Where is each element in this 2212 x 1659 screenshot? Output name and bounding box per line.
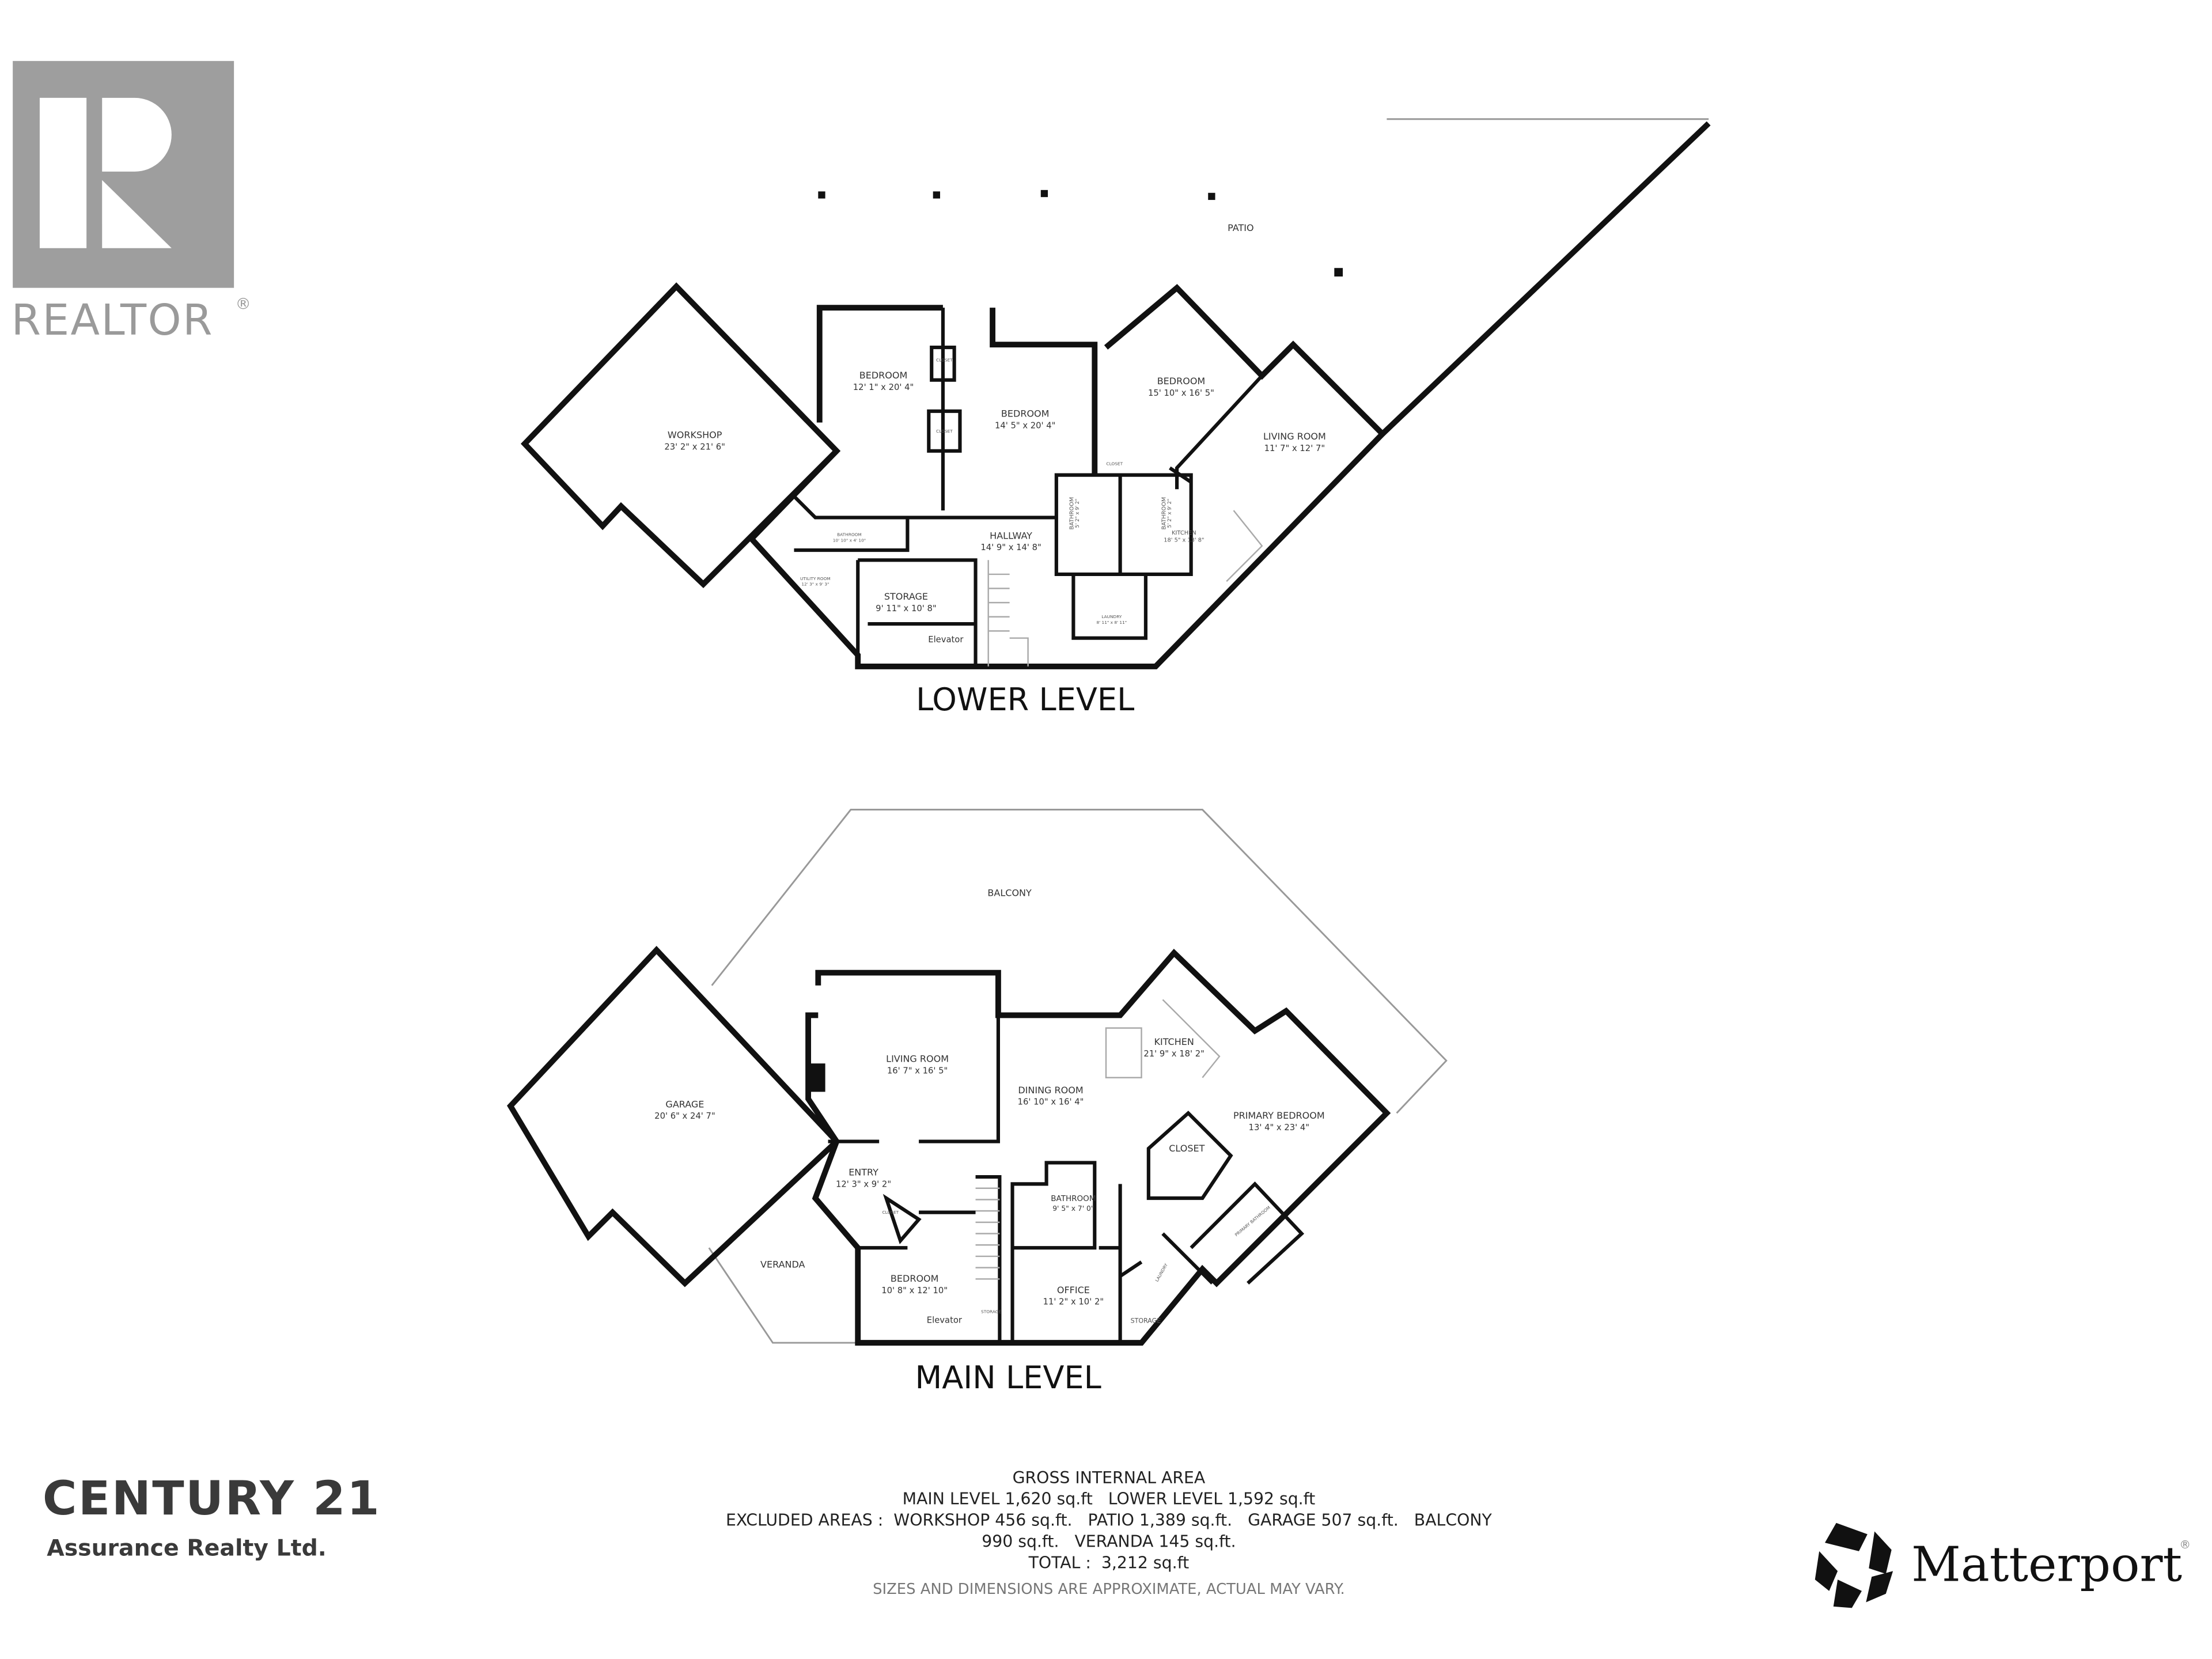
garage-outline — [507, 946, 841, 1287]
room-name: DINING ROOM — [1018, 1085, 1083, 1096]
room-name: KITCHEN — [1154, 1036, 1194, 1047]
area-line: 990 sq.ft. VERANDA 145 sq.ft. — [982, 1532, 1236, 1551]
room-name: Elevator — [928, 635, 964, 645]
room-dims: 16' 7" x 16' 5" — [887, 1066, 948, 1075]
room-name: BATHROOM — [837, 532, 862, 537]
room-dims: 20' 6" x 24' 7" — [654, 1111, 715, 1121]
room-dims: 10' 10" x 4' 10" — [833, 537, 866, 543]
room-dims: 12' 3" x 9' 2" — [836, 1179, 891, 1189]
matterport-icon — [1815, 1522, 1893, 1608]
room-dims: 13' 4" x 23' 4" — [1249, 1123, 1309, 1132]
room-dims: 9' 5" x 7' 0" — [1052, 1205, 1094, 1213]
century21-logo: CENTURY 21 Assurance Realty Ltd. — [43, 1472, 381, 1561]
level-title: LOWER LEVEL — [916, 681, 1134, 718]
room-name: HALLWAY — [990, 530, 1032, 541]
balcony-outline — [711, 809, 1448, 1114]
main-outer-walls — [805, 948, 1391, 1346]
room-name: STORAGE — [1131, 1317, 1161, 1325]
room-name: LAUNDRY — [1101, 614, 1122, 619]
room-name: ENTRY — [849, 1167, 878, 1178]
workshop-outline — [520, 282, 841, 589]
room-name: WORKSHOP — [668, 430, 722, 441]
main-level-plan: BALCONY GARAGE 20' 6" x 24' 7" LIVING RO… — [507, 809, 1448, 1396]
area-line: EXCLUDED AREAS : WORKSHOP 456 sq.ft. PAT… — [726, 1511, 1492, 1530]
room-name: CLOSET — [1106, 461, 1123, 466]
area-heading: GROSS INTERNAL AREA — [1013, 1468, 1206, 1487]
lower-interior-walls — [793, 308, 1264, 666]
room-name: Elevator — [927, 1316, 963, 1325]
main-interior-walls — [828, 972, 1305, 1343]
room-name: GARAGE — [665, 1099, 704, 1109]
room-name: UTILITY ROOM — [800, 576, 831, 581]
room-name: CLOSET — [1169, 1143, 1205, 1154]
room-name: BEDROOM — [1001, 408, 1050, 419]
room-dims: 11' 2" x 10' 2" — [1043, 1297, 1104, 1307]
brokerage-subtitle: Assurance Realty Ltd. — [47, 1535, 326, 1561]
room-name: OFFICE — [1057, 1285, 1090, 1296]
room-name: BEDROOM — [859, 370, 908, 381]
room-name: BATHROOM — [1161, 497, 1167, 530]
patio-posts — [818, 190, 1343, 276]
fireplace — [811, 1063, 825, 1092]
room-dims: 21' 9" x 18' 2" — [1143, 1049, 1204, 1059]
matterport-wordmark: Matterport — [1911, 1536, 2182, 1593]
lower-stairs — [987, 510, 1263, 666]
svg-text:®: ® — [236, 296, 251, 313]
room-name: STORAGE — [884, 591, 928, 602]
room-name: PRIMARY BEDROOM — [1233, 1110, 1325, 1121]
main-stairs-and-counters — [975, 999, 1221, 1280]
room-name: LIVING ROOM — [886, 1054, 949, 1065]
matterport-logo: Matterport ® — [1815, 1522, 2191, 1608]
room-name: BEDROOM — [891, 1273, 939, 1284]
lower-outer-walls — [747, 283, 1387, 669]
patio-label: PATIO — [1228, 222, 1253, 233]
room-dims: 14' 5" x 20' 4" — [995, 421, 1055, 430]
area-line: MAIN LEVEL 1,620 sq.ft LOWER LEVEL 1,592… — [903, 1490, 1316, 1509]
room-name: BATHROOM — [1069, 497, 1075, 530]
room-name: BATHROOM — [1051, 1194, 1096, 1203]
room-dims: 14' 9" x 14' 8" — [980, 543, 1041, 552]
brokerage-name: CENTURY 21 — [43, 1472, 381, 1526]
disclaimer: SIZES AND DIMENSIONS ARE APPROXIMATE, AC… — [873, 1581, 1345, 1598]
room-name: VERANDA — [760, 1259, 805, 1270]
area-total: TOTAL : 3,212 sq.ft — [1028, 1553, 1190, 1572]
room-name: LIVING ROOM — [1263, 431, 1326, 442]
lower-closets — [927, 346, 962, 453]
balcony-label: BALCONY — [987, 888, 1032, 899]
room-name: LAUNDRY — [1154, 1262, 1169, 1282]
room-dims: 15' 10" x 16' 5" — [1148, 388, 1214, 398]
room-dims: 23' 2" x 21' 6" — [664, 442, 725, 452]
room-name: KITCHEN — [1172, 530, 1196, 536]
room-dims: 5' 2" x 9' 2" — [1075, 499, 1081, 528]
svg-text:®: ® — [2179, 1538, 2191, 1551]
room-name: CLOSET — [936, 358, 953, 363]
room-dims: 8' 11" x 8' 11" — [1096, 620, 1127, 625]
room-dims: 10' 8" x 12' 10" — [881, 1286, 948, 1296]
room-name: CLOSET — [936, 429, 953, 434]
room-name: STORAGE — [981, 1309, 1001, 1314]
lower-level-plan: PATIO WORKSHOP 23' 2" x 21' 6" BEDROOM 1… — [520, 118, 1711, 718]
room-name: BEDROOM — [1157, 376, 1206, 387]
patio-wall — [1380, 121, 1711, 436]
realtor-logo: REALTOR ® — [12, 60, 251, 345]
veranda-outline — [708, 1247, 858, 1344]
area-summary: GROSS INTERNAL AREA MAIN LEVEL 1,620 sq.… — [726, 1468, 1492, 1598]
room-dims: 18' 5" x 13' 8" — [1164, 537, 1204, 543]
level-title: MAIN LEVEL — [915, 1359, 1101, 1396]
room-dims: 16' 10" x 16' 4" — [1018, 1097, 1084, 1107]
realtor-wordmark: REALTOR — [12, 296, 214, 345]
room-dims: 5' 2" x 9' 2" — [1167, 499, 1173, 528]
room-dims: 12' 3" x 9' 3" — [801, 582, 829, 587]
room-dims: 12' 1" x 20' 4" — [853, 382, 914, 392]
room-dims: 11' 7" x 12' 7" — [1264, 444, 1325, 453]
room-name: CLOSET — [882, 1210, 899, 1215]
room-dims: 9' 11" x 10' 8" — [876, 604, 936, 613]
